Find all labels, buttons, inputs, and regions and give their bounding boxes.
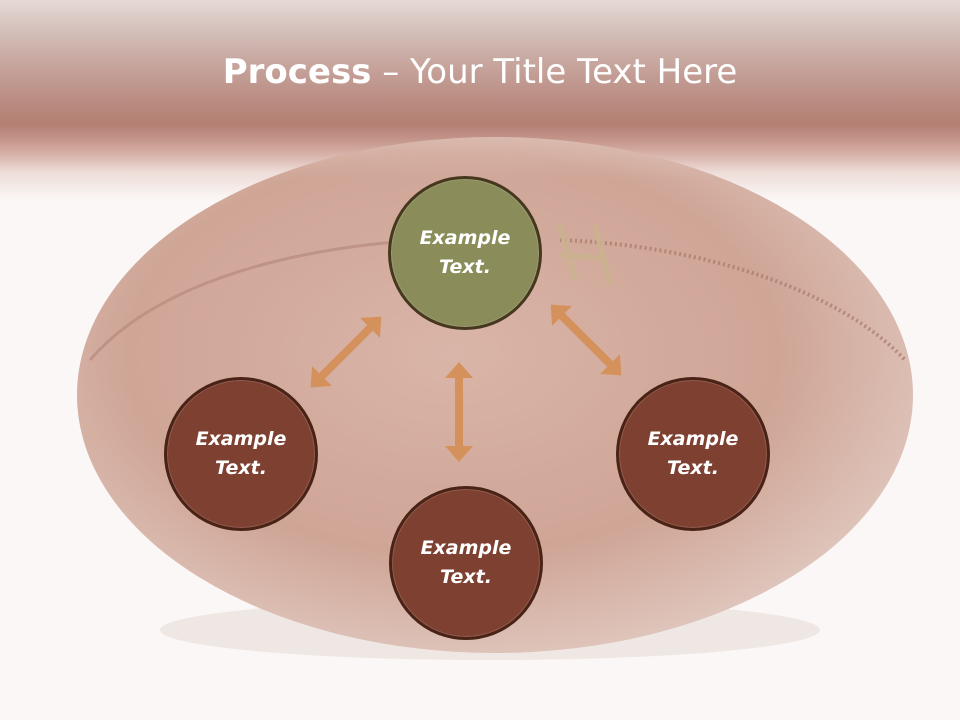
node-label: Example Text. bbox=[195, 428, 287, 479]
node-label: Example Text. bbox=[420, 537, 512, 588]
node-label: Example Text. bbox=[647, 428, 739, 479]
process-node-bottom[interactable]: Example Text. bbox=[389, 486, 543, 640]
arrow-top-left bbox=[310, 316, 382, 388]
title-bold: Process bbox=[222, 52, 372, 92]
slide-title[interactable]: Process – Your Title Text Here bbox=[0, 52, 960, 92]
arrows bbox=[310, 304, 622, 462]
arrow-top-right bbox=[550, 304, 622, 376]
process-node-left[interactable]: Example Text. bbox=[164, 377, 318, 531]
arrow-center-vertical bbox=[445, 362, 473, 462]
process-node-right[interactable]: Example Text. bbox=[616, 377, 770, 531]
node-label: Example Text. bbox=[419, 227, 511, 278]
process-node-top[interactable]: Example Text. bbox=[388, 176, 542, 330]
title-rest: – Your Title Text Here bbox=[371, 52, 738, 92]
